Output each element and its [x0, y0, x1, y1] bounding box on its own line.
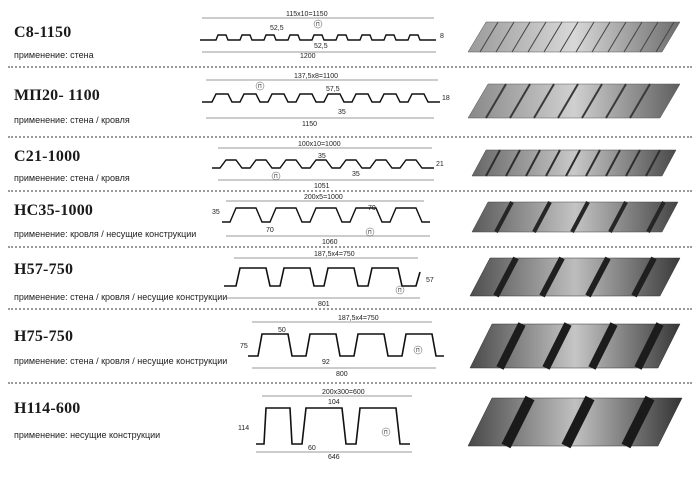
profile-tag: П — [384, 430, 388, 436]
profile-usage: применение: несущие конструкции — [14, 430, 161, 440]
profile-title: МП20- 1100 — [14, 87, 100, 104]
profile-usage: применение: стена / кровля / несущие кон… — [14, 356, 228, 366]
profile-drawing-mp20: 137,5х8=1100 57,5 П 35 1150 18 — [202, 73, 450, 128]
dim-pitch: 137,5х8=1100 — [294, 73, 338, 80]
dim-b: 35 — [338, 109, 346, 116]
dim-height: 8 — [440, 33, 444, 40]
profile-tag: П — [416, 348, 420, 354]
profile-tag: П — [258, 84, 262, 90]
dim-pitch: 115х10=1150 — [286, 11, 328, 18]
profile-3d-render-c8 — [467, 21, 681, 53]
dim-height: 114 — [238, 425, 249, 432]
dim-b: 60 — [308, 445, 316, 452]
profile-usage: применение: стена — [14, 50, 94, 60]
dim-pitch: 187,5х4=750 — [314, 251, 355, 258]
dim-height: 21 — [436, 161, 444, 168]
row-divider — [8, 136, 692, 138]
profile-3d-render-c21 — [471, 149, 677, 177]
profile-tag: П — [316, 22, 320, 28]
dim-b: 52,5 — [314, 43, 328, 50]
dim-b: 70 — [266, 227, 274, 234]
dim-height: 75 — [240, 343, 248, 350]
profile-title: Н114-600 — [14, 400, 81, 417]
profile-tag: П — [398, 288, 402, 294]
profile-3d-render-mp20 — [467, 83, 681, 119]
dim-width: 801 — [318, 301, 330, 308]
dim-width: 800 — [336, 371, 348, 378]
row-divider — [8, 66, 692, 68]
profile-title: НС35-1000 — [14, 202, 94, 219]
dim-a: 104 — [328, 399, 340, 406]
dim-width: 1051 — [314, 183, 330, 190]
profile-title: С21-1000 — [14, 148, 81, 165]
dim-width: 1200 — [300, 53, 316, 60]
profile-drawing-h57: 187,5х4=750 П 801 57 — [224, 251, 434, 308]
dim-height: 35 — [212, 209, 220, 216]
profile-title: С8-1150 — [14, 24, 72, 41]
dim-width: 646 — [328, 454, 340, 461]
dim-height: 18 — [442, 95, 450, 102]
dim-pitch: 200х300=600 — [322, 389, 365, 396]
dim-width: 1060 — [322, 239, 338, 246]
dim-pitch: 200х5=1000 — [304, 194, 343, 201]
profile-drawing-c8: 115х10=1150 52,5 П 52,5 1200 8 — [200, 11, 444, 60]
profile-3d-render-hc35 — [471, 201, 679, 233]
profile-3d-render-h114 — [467, 395, 683, 449]
profile-usage: применение: стена / кровля / несущие кон… — [14, 292, 228, 302]
dim-pitch: 100х10=1000 — [298, 141, 341, 148]
profile-drawing-c21: 100х10=1000 35 П 35 1051 21 — [212, 141, 444, 190]
row-divider — [8, 246, 692, 248]
dim-b: 92 — [322, 359, 330, 366]
row-divider — [8, 382, 692, 384]
profile-title: Н57-750 — [14, 261, 74, 278]
dim-pitch: 187,5х4=750 — [338, 315, 379, 322]
dim-a: 52,5 — [270, 25, 284, 32]
profile-usage: применение: стена / кровля — [14, 115, 130, 125]
profile-drawing-hc35: 200х5=1000 70 35 70 П 1060 — [212, 194, 430, 246]
profile-tag: П — [368, 230, 372, 236]
profile-drawing-h114: 200х300=600 104 114 60 П 646 — [238, 389, 412, 461]
profile-tag: П — [274, 174, 278, 180]
dim-a: 50 — [278, 327, 286, 334]
dim-a: 57,5 — [326, 86, 340, 93]
profile-usage: применение: стена / кровля — [14, 173, 130, 183]
profile-3d-render-h75 — [469, 322, 681, 370]
dim-b: 35 — [352, 171, 360, 178]
dim-width: 1150 — [302, 121, 317, 128]
profile-3d-render-h57 — [469, 256, 681, 298]
profile-drawing-h75: 187,5х4=750 50 75 92 П 800 — [240, 315, 444, 378]
row-divider — [8, 308, 692, 310]
dim-a: 35 — [318, 153, 326, 160]
profile-title: Н75-750 — [14, 328, 74, 345]
profile-usage: применение: кровля / несущие конструкции — [14, 229, 197, 239]
dim-height: 57 — [426, 277, 434, 284]
row-divider — [8, 190, 692, 192]
